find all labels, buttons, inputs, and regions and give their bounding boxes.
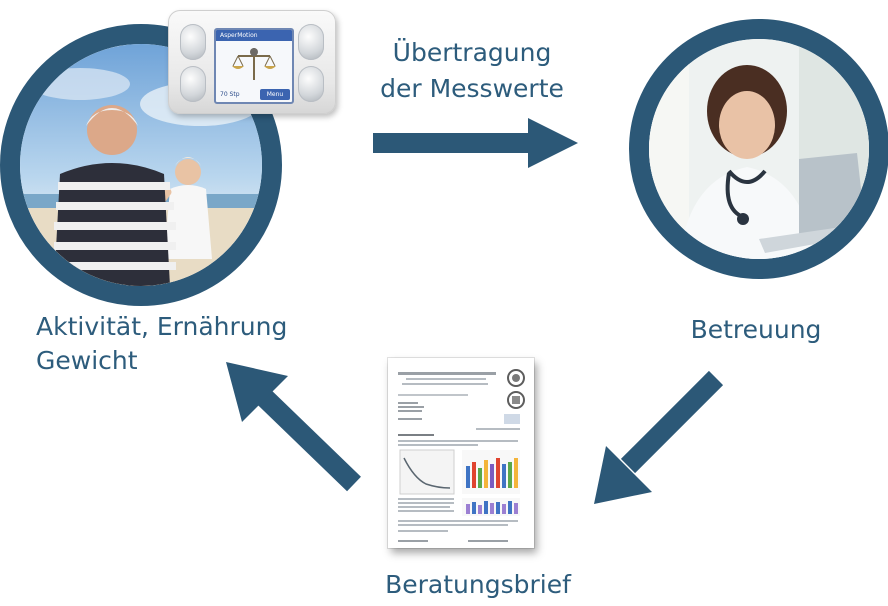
care-label: Betreuung bbox=[690, 315, 822, 344]
arrow-up-left-icon bbox=[226, 362, 361, 492]
device-step-count: 70 Stp bbox=[220, 91, 240, 98]
doctor-with-laptop-photo bbox=[649, 39, 869, 259]
device-screen-title: AsperMotion bbox=[216, 30, 292, 41]
activity-label-line2: Gewicht bbox=[36, 346, 138, 375]
letter-document-icon bbox=[388, 358, 534, 548]
transfer-label-line1: Übertragung bbox=[392, 38, 552, 67]
patient-photo-circle bbox=[0, 24, 282, 306]
letter-label: Beratungsbrief bbox=[385, 570, 571, 599]
device-screen: AsperMotion 70 Stp Menu bbox=[214, 28, 294, 104]
activity-tracker-device: AsperMotion 70 Stp Menu bbox=[168, 10, 336, 114]
device-menu-button: Menu bbox=[260, 89, 290, 100]
arrow-right-icon bbox=[373, 118, 578, 168]
device-button-bottom-right bbox=[298, 66, 324, 102]
activity-label-line1: Aktivität, Ernährung bbox=[36, 312, 288, 341]
balance-scale-icon bbox=[232, 48, 276, 80]
activity-label: Aktivität, Ernährung Gewicht bbox=[36, 310, 316, 378]
arrow-down-left-icon bbox=[594, 370, 724, 504]
device-button-top-right bbox=[298, 24, 324, 60]
transfer-label: Übertragung der Messwerte bbox=[372, 35, 572, 107]
device-button-bottom-left bbox=[180, 66, 206, 102]
letter-content bbox=[398, 369, 525, 542]
transfer-label-line2: der Messwerte bbox=[380, 74, 564, 103]
device-button-top-left bbox=[180, 24, 206, 60]
